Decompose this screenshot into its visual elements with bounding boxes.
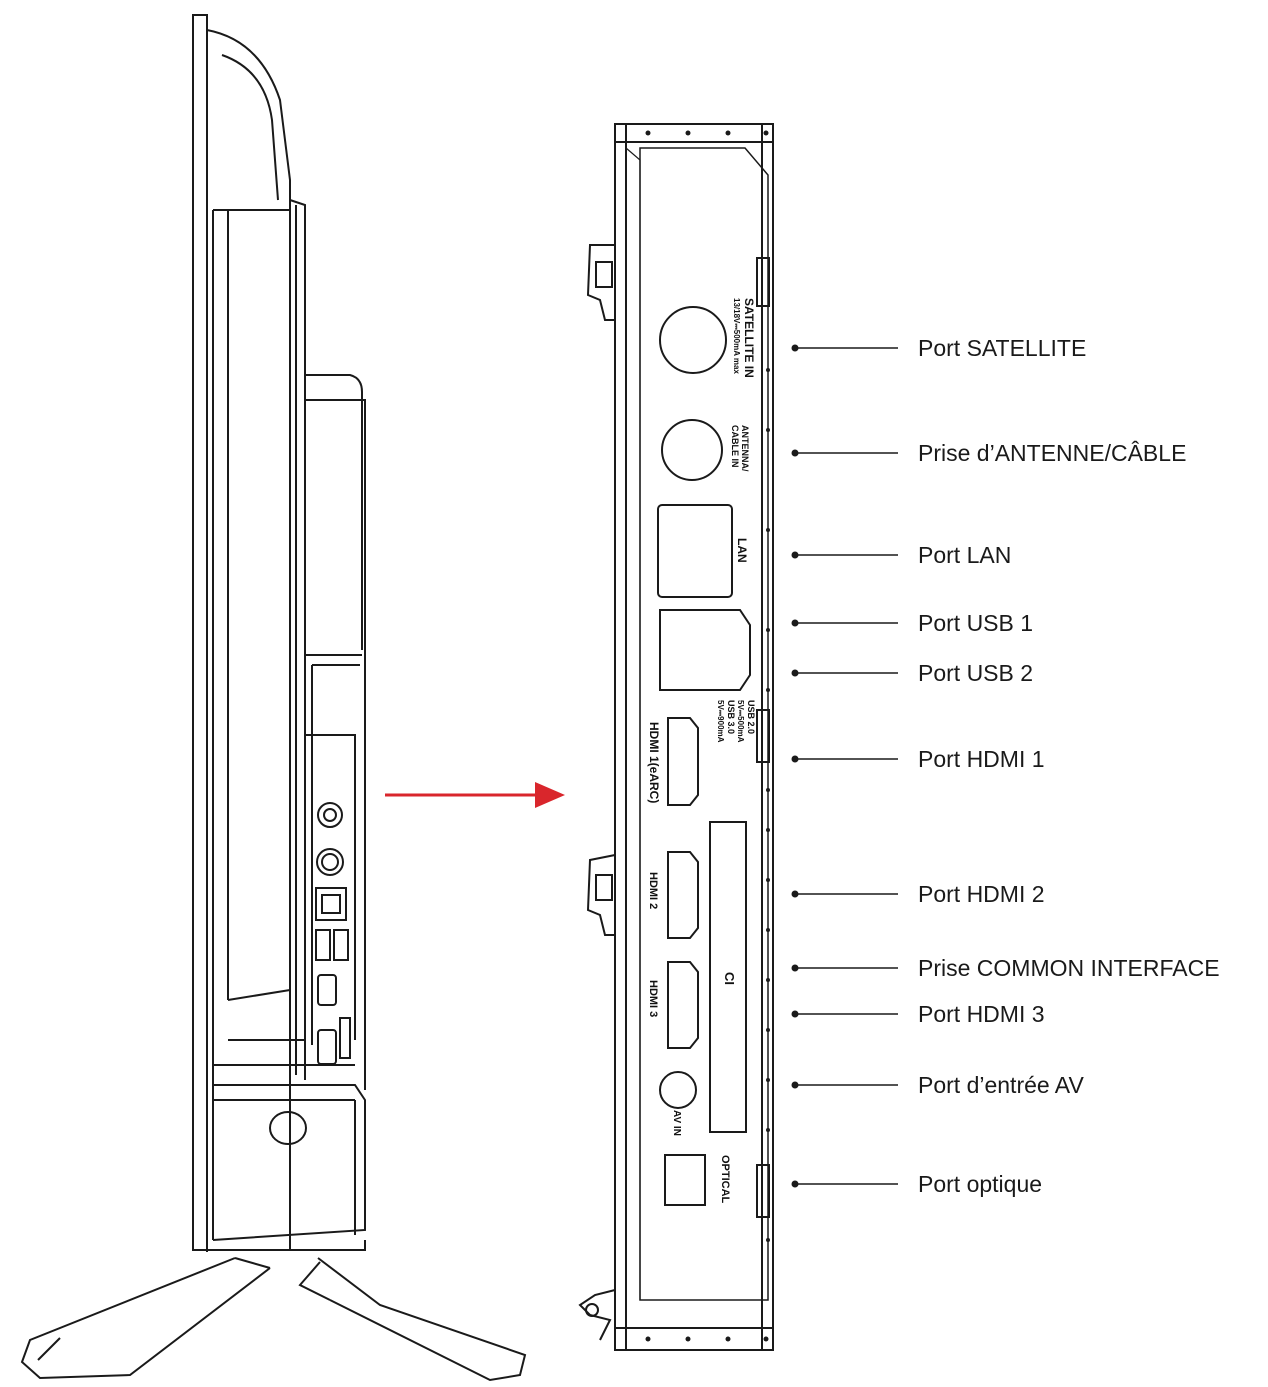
callout-group: Port SATELLITE Prise d’ANTENNE/CÂBLE Port … <box>791 335 1220 1197</box>
hdmi3-panel-label: HDMI 3 <box>647 980 659 1017</box>
usb-panel-label-1: USB 2.0 <box>746 700 756 734</box>
callout-label-ci: Prise COMMON INTERFACE <box>918 955 1220 981</box>
antenna-connector <box>661 419 723 481</box>
hdmi2-connector <box>667 851 699 939</box>
callout-label-optical: Port optique <box>918 1171 1042 1197</box>
callout-label-usb1: Port USB 1 <box>918 610 1033 636</box>
port-panel <box>578 123 774 1351</box>
callout-label-hdmi1: Port HDMI 1 <box>918 746 1045 772</box>
antenna-panel-label-1: ANTENNA/ <box>740 425 750 472</box>
callout-label-hdmi2: Port HDMI 2 <box>918 881 1045 907</box>
optical-panel-label: OPTICAL <box>719 1155 731 1204</box>
hdmi2-panel-label: HDMI 2 <box>647 872 659 909</box>
callout-label-usb2: Port USB 2 <box>918 660 1033 686</box>
av-panel-label: AV IN <box>671 1110 682 1136</box>
zoom-arrow <box>385 782 565 808</box>
callout-label-satellite: Port SATELLITE <box>918 335 1086 361</box>
usb-connector <box>659 609 751 691</box>
panel-text-labels: SATELLITE IN 13/18V⎓500mA max ANTENNA/ C… <box>647 298 756 1204</box>
ci-panel-label: CI <box>722 972 737 985</box>
callout-label-hdmi3: Port HDMI 3 <box>918 1001 1045 1027</box>
usb-panel-label-4: 5V⎓900mA <box>716 700 725 743</box>
hdmi3-connector <box>667 961 699 1049</box>
lan-panel-label: LAN <box>735 538 749 563</box>
antenna-panel-label-2: CABLE IN <box>730 425 740 468</box>
callout-label-antenna: Prise d’ANTENNE/CÂBLE <box>918 440 1186 466</box>
ci-slot <box>709 821 747 1133</box>
tv-side-view <box>20 14 527 1382</box>
lan-connector <box>657 504 733 598</box>
hdmi1-panel-label: HDMI 1(eARC) <box>647 722 661 803</box>
callout-label-av: Port d’entrée AV <box>918 1072 1084 1098</box>
satellite-connector <box>659 306 727 374</box>
satellite-panel-label: SATELLITE IN <box>742 298 756 378</box>
usb-panel-label-2: 5V⎓500mA <box>736 700 745 743</box>
callout-label-lan: Port LAN <box>918 542 1011 568</box>
hdmi1-connector <box>667 717 699 806</box>
usb-panel-label-3: USB 3.0 <box>726 700 736 734</box>
optical-connector <box>664 1154 706 1206</box>
av-connector <box>659 1071 697 1109</box>
satellite-spec-label: 13/18V⎓500mA max <box>732 298 741 374</box>
